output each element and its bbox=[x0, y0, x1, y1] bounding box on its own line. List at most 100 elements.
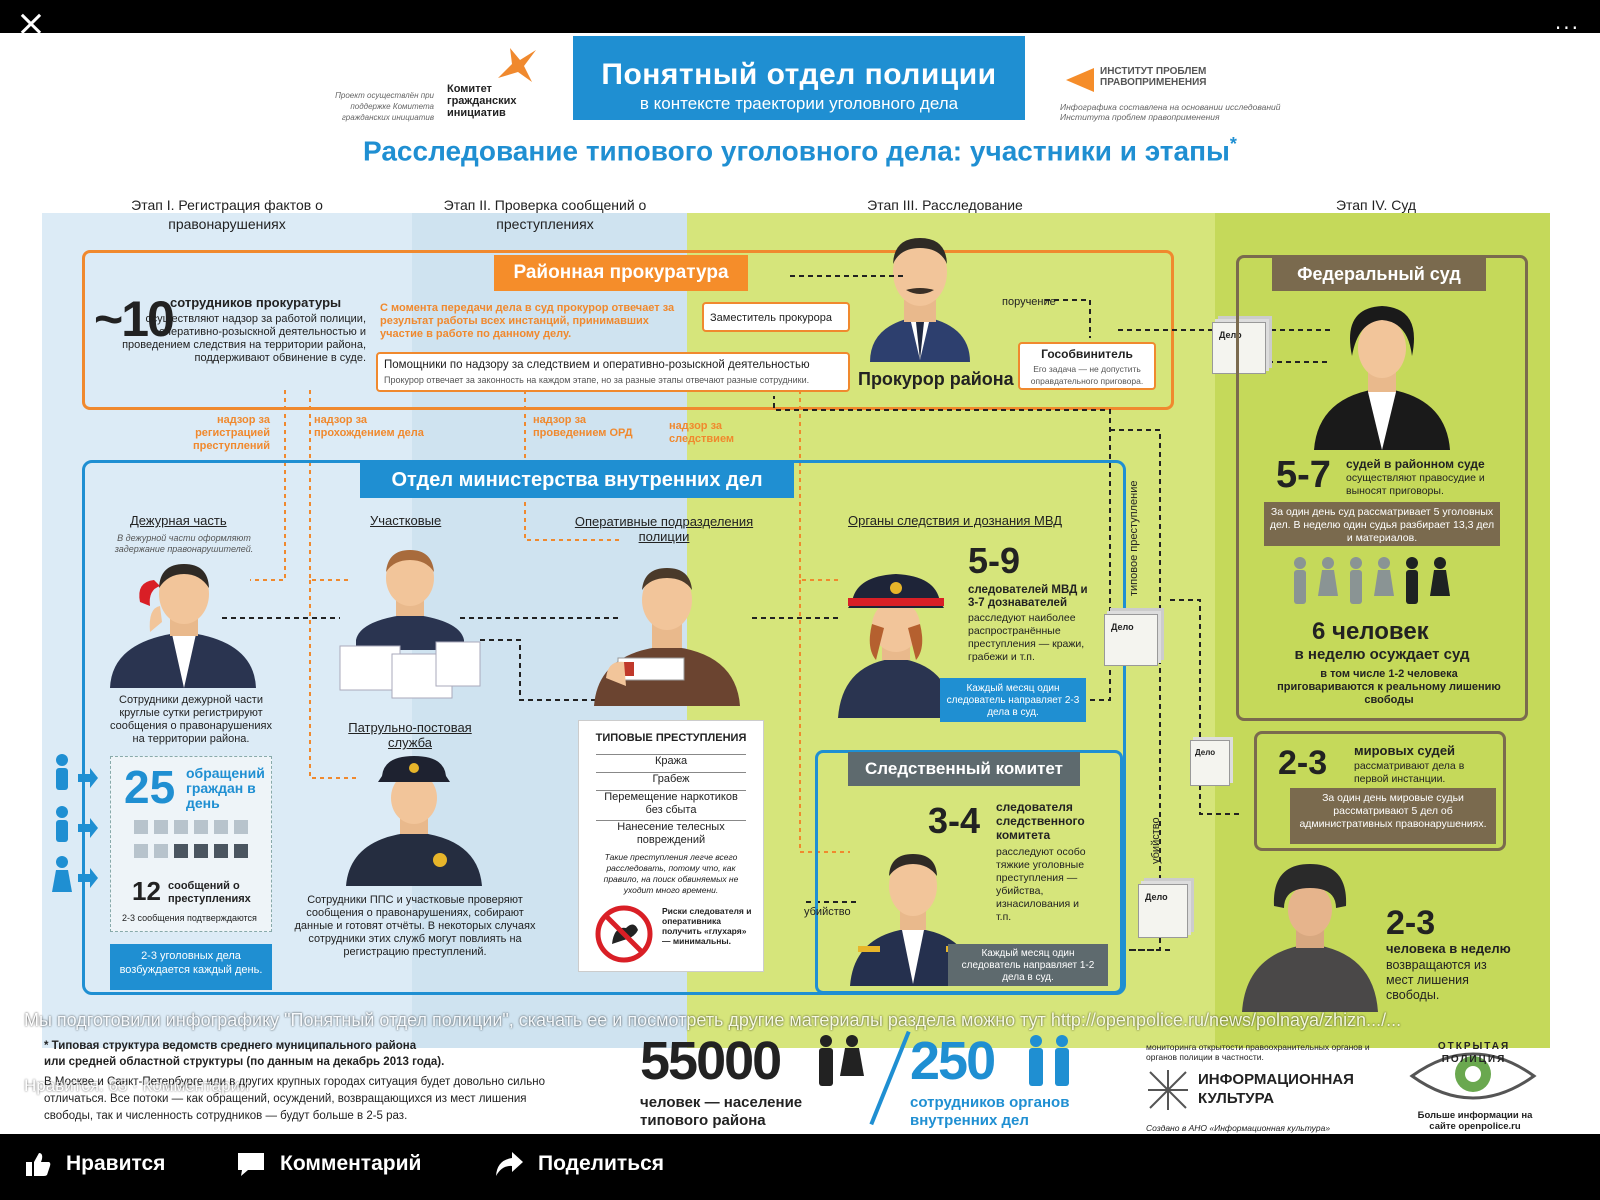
oversight-investigation: надзор за следствием bbox=[669, 420, 735, 445]
convicted-label: в неделю осуждает суд bbox=[1294, 646, 1470, 663]
viewer-top-bar bbox=[0, 0, 1600, 33]
thumbs-up-icon bbox=[26, 1153, 51, 1176]
poster-title-box: Понятный отдел полиции в контексте траек… bbox=[573, 36, 1025, 120]
open-police-note: Больше информации на сайте openpolice.ru bbox=[1417, 1110, 1533, 1132]
case-folder-2: Дело bbox=[1104, 614, 1158, 666]
murder-label-left: убийство bbox=[804, 906, 851, 918]
viewer-bottom-bar bbox=[0, 1134, 1600, 1200]
oversight-ord: надзор за проведением ОРД bbox=[533, 414, 633, 439]
population-people-icon bbox=[819, 1035, 864, 1086]
gov-prosecutor-note: Его задача — не допустить оправдательног… bbox=[1030, 364, 1144, 386]
citizens-icon bbox=[52, 754, 98, 892]
convicted-count: 6 человек bbox=[1312, 618, 1429, 645]
district-title: Участковые bbox=[370, 513, 442, 528]
stage-heading-1: Этап I. Регистрация фактов о правонаруше… bbox=[131, 197, 323, 232]
no-grouse-icon bbox=[595, 905, 653, 963]
murder-label-vertical: убийство bbox=[1150, 817, 1162, 864]
ops-title: Оперативные подразделения полиции bbox=[574, 514, 754, 544]
kgi-bird-icon bbox=[498, 48, 536, 82]
typical-crimes-risk: Риски следователя и оперативника получит… bbox=[662, 906, 752, 946]
stage-heading-4: Этап IV. Суд bbox=[1335, 197, 1417, 213]
comment-button[interactable]: Комментарий bbox=[236, 1150, 421, 1178]
staff-people-icon bbox=[1029, 1035, 1069, 1086]
prosecutor-count-label: сотрудников прокуратуры bbox=[170, 295, 342, 310]
case-folder-label: Дело bbox=[1145, 892, 1168, 902]
judges-text: осуществляют правосудие и выносят пригов… bbox=[1346, 472, 1485, 497]
oversight-registration: надзор за регистрацией преступлений bbox=[192, 414, 270, 452]
typical-crime-item-1: Кража bbox=[596, 754, 746, 768]
share-button[interactable]: Поделиться bbox=[494, 1150, 664, 1178]
assistants-box: Помощники по надзору за следствием и опе… bbox=[376, 352, 850, 392]
project-note: Проект осуществлён при поддержке Комитет… bbox=[335, 91, 434, 122]
sk-label: следователя следственного комитета bbox=[996, 800, 1085, 842]
appeals-grid bbox=[134, 820, 248, 858]
case-folder-4: Дело bbox=[1138, 884, 1188, 938]
case-folder-1: Дело bbox=[1212, 322, 1266, 374]
staff-count: 250 bbox=[910, 1031, 996, 1091]
main-title-mark: * bbox=[1229, 134, 1237, 154]
sk-text: расследуют особо тяжкие уголовные престу… bbox=[996, 846, 1086, 923]
appeals-count: 25 bbox=[124, 761, 176, 813]
poster-subtitle: в контексте траектории уголовного дела bbox=[639, 94, 959, 113]
share-icon bbox=[496, 1152, 523, 1176]
cases-daily-note: 2-3 уголовных дела возбуждается каждый д… bbox=[110, 944, 272, 990]
appeals-label: обращений граждан в день bbox=[186, 765, 265, 811]
comment-label: Комментарий bbox=[280, 1152, 422, 1175]
oversight-passage: надзор за прохождением дела bbox=[314, 414, 424, 439]
federal-court-box bbox=[1236, 255, 1528, 721]
investigators-count: 5-9 bbox=[968, 540, 1021, 581]
magistrates-label: мировых судей bbox=[1354, 743, 1456, 758]
sk-investigator-figure bbox=[850, 854, 976, 986]
staff-label: сотрудников органов внутренних дел bbox=[910, 1094, 1070, 1129]
judge-figure bbox=[1314, 306, 1450, 450]
main-title: Расследование типового уголовного дела: … bbox=[0, 134, 1600, 167]
footnote-text: В Москве и Санкт-Петербурге или в других… bbox=[44, 1076, 545, 1122]
judges-note: За один день суд рассматривает 5 уголовн… bbox=[1264, 502, 1500, 546]
assistants-note: Прокурор отвечает за законность на каждо… bbox=[384, 375, 810, 385]
mvd-title: Отдел министерства внутренних дел bbox=[360, 462, 794, 498]
sk-month-note: Каждый месяц один следователь направляет… bbox=[948, 944, 1108, 986]
order-label: поручение bbox=[1002, 296, 1056, 308]
share-label: Поделиться bbox=[538, 1152, 665, 1175]
ops-officer-figure bbox=[594, 568, 740, 706]
returned-text: возвращаются из мест лишения свободы. bbox=[1386, 958, 1487, 1002]
info-culture-logo: ИНФОРМАЦИОННАЯ КУЛЬТУРА bbox=[1198, 1071, 1354, 1107]
like-label: Нравится bbox=[66, 1152, 166, 1175]
duty-officer-figure bbox=[110, 564, 256, 688]
photo-caption: Мы подготовили инфографику "Понятный отд… bbox=[24, 1010, 1402, 1030]
sk-count: 3-4 bbox=[928, 800, 981, 841]
patrol-title: Патрульно-постовая служба bbox=[348, 720, 472, 750]
released-prisoner-figure bbox=[1242, 864, 1378, 1012]
magistrates-count: 2-3 bbox=[1278, 744, 1328, 782]
duty-title: Дежурная часть bbox=[130, 513, 227, 528]
crime-reports-count: 12 bbox=[132, 876, 161, 906]
population-count: 55000 bbox=[640, 1031, 782, 1091]
ipp-logo: ИНСТИТУТ ПРОБЛЕМ ПРАВОПРИМЕНЕНИЯ bbox=[1100, 66, 1207, 88]
judges-label: судей в районном суде bbox=[1346, 457, 1485, 471]
assistants-label: Помощники по надзору за следствием и опе… bbox=[384, 359, 810, 371]
investigators-title: Органы следствия и дознания МВД bbox=[848, 513, 1063, 528]
monitoring-text: мониторинга открытости правоохранительны… bbox=[1146, 1042, 1370, 1062]
like-button[interactable]: Нравится bbox=[24, 1150, 165, 1178]
reaction-counts[interactable]: Нравится: 63 · Комментарии bbox=[24, 1076, 250, 1095]
investigative-committee-title: Следственный комитет bbox=[848, 752, 1080, 786]
investigator-figure bbox=[838, 574, 954, 718]
typical-crime-item-4: Нанесение телесных повреждений bbox=[596, 820, 746, 847]
duty-note: В дежурной части оформляют задержание пр… bbox=[114, 533, 254, 554]
district-officer-figure bbox=[339, 550, 481, 699]
info-culture-note: Создано в АНО «Информационная культура» bbox=[1146, 1123, 1331, 1133]
convicted-text: в том числе 1-2 человека приговариваются… bbox=[1277, 668, 1501, 706]
investigators-label: следователей МВД и 3-7 дознавателей bbox=[968, 584, 1088, 609]
patrol-text: Сотрудники ППС и участковые проверяют со… bbox=[294, 894, 536, 958]
open-police-eye-icon bbox=[1409, 1052, 1537, 1100]
typical-crime-item-2: Грабеж bbox=[596, 772, 746, 786]
patrol-officer-figure bbox=[346, 756, 482, 886]
prosecutor-orange-note: С момента передачи дела в суд прокурор о… bbox=[380, 302, 675, 340]
prosecutor-figure bbox=[870, 238, 970, 362]
judges-count: 5-7 bbox=[1276, 454, 1331, 496]
prosecutor-title: Районная прокуратура bbox=[494, 255, 748, 291]
convicted-people-icon bbox=[1294, 557, 1450, 604]
magistrates-text: рассматривают дела в первой инстанции. bbox=[1354, 760, 1465, 785]
info-culture-logo-icon bbox=[1148, 1070, 1188, 1110]
stage-heading-2: Этап II. Проверка сообщений о преступлен… bbox=[443, 197, 647, 232]
